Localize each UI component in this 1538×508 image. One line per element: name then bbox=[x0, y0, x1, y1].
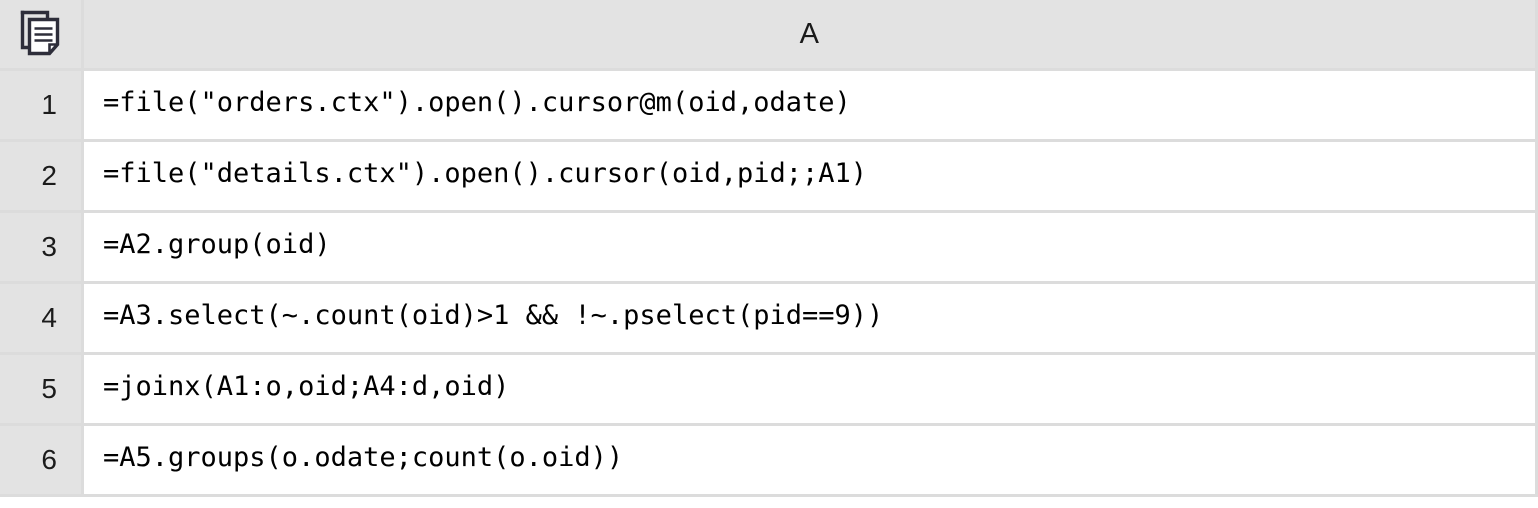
row-header-5[interactable]: 5 bbox=[0, 355, 84, 423]
row-header-6[interactable]: 6 bbox=[0, 426, 84, 494]
cell-a1[interactable]: =file("orders.ctx").open().cursor@m(oid,… bbox=[84, 71, 1538, 139]
cell-a5[interactable]: =joinx(A1:o,oid;A4:d,oid) bbox=[84, 355, 1538, 423]
row-header-2[interactable]: 2 bbox=[0, 142, 84, 210]
cell-a2[interactable]: =file("details.ctx").open().cursor(oid,p… bbox=[84, 142, 1538, 210]
copy-document-icon bbox=[18, 9, 64, 59]
column-header-a[interactable]: A bbox=[84, 0, 1538, 68]
table-row: 6 =A5.groups(o.odate;count(o.oid)) bbox=[0, 426, 1538, 497]
table-row: 1 =file("orders.ctx").open().cursor@m(oi… bbox=[0, 71, 1538, 142]
row-header-3[interactable]: 3 bbox=[0, 213, 84, 281]
grid-header-row: A bbox=[0, 0, 1538, 71]
cell-a4[interactable]: =A3.select(~.count(oid)>1 && !~.pselect(… bbox=[84, 284, 1538, 352]
table-row: 3 =A2.group(oid) bbox=[0, 213, 1538, 284]
table-row: 4 =A3.select(~.count(oid)>1 && !~.pselec… bbox=[0, 284, 1538, 355]
cell-a3[interactable]: =A2.group(oid) bbox=[84, 213, 1538, 281]
row-header-1[interactable]: 1 bbox=[0, 71, 84, 139]
table-row: 2 =file("details.ctx").open().cursor(oid… bbox=[0, 142, 1538, 213]
cell-a6[interactable]: =A5.groups(o.odate;count(o.oid)) bbox=[84, 426, 1538, 494]
row-header-4[interactable]: 4 bbox=[0, 284, 84, 352]
table-row: 5 =joinx(A1:o,oid;A4:d,oid) bbox=[0, 355, 1538, 426]
grid-corner-cell[interactable] bbox=[0, 0, 84, 68]
